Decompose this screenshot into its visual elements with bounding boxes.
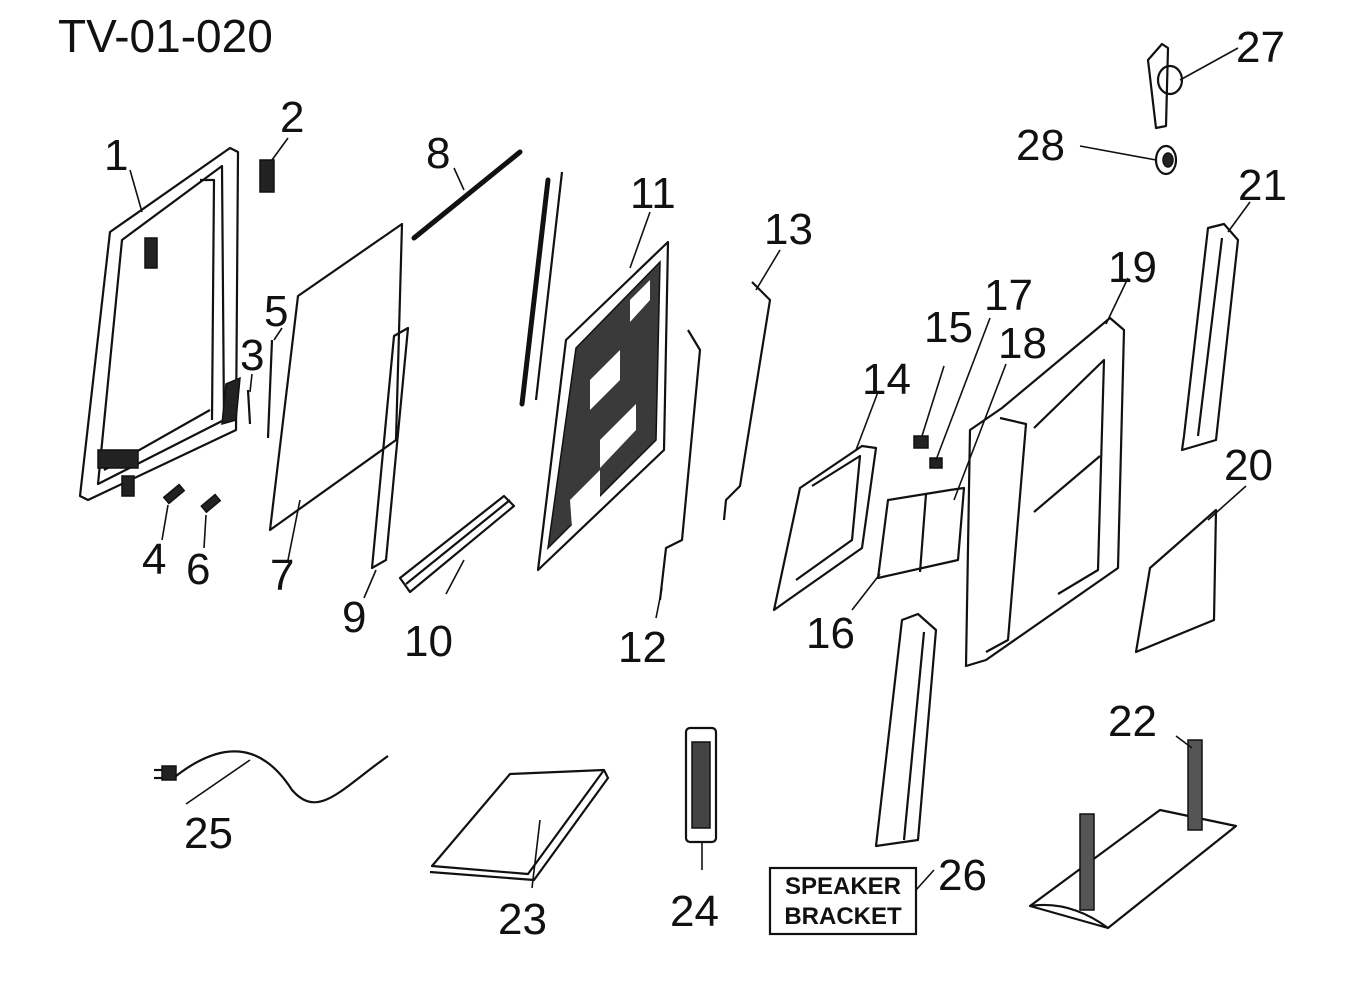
part-18-lead (953, 363, 1007, 501)
part-label-4: 4 (142, 535, 166, 584)
part-label-28: 28 (1016, 121, 1065, 170)
part-label-3: 3 (240, 331, 264, 380)
part-label-14: 14 (862, 355, 911, 404)
part-8-bar (411, 149, 523, 241)
speaker-bracket-label-box (768, 866, 918, 936)
part-16-av-board (851, 486, 966, 611)
part-label-16: 16 (806, 609, 855, 658)
part-label-20: 20 (1224, 441, 1273, 490)
part-label-24: 24 (670, 887, 719, 936)
speaker-bracket-line1: SPEAKER (785, 873, 901, 900)
part-label-13: 13 (764, 205, 813, 254)
part-label-7: 7 (270, 551, 294, 600)
part-label-1: 1 (104, 131, 128, 180)
part-26-speaker-bracket: SPEAKER BRACKET (768, 612, 938, 936)
part-1-front-bezel (78, 146, 240, 502)
part-20-panel (1134, 485, 1247, 654)
part-2-clip (259, 137, 289, 193)
part-label-26: 26 (938, 851, 987, 900)
part-9-side-bar (363, 326, 410, 599)
part-13-cable (722, 249, 781, 521)
part-label-25: 25 (184, 809, 233, 858)
part-label-19: 19 (1108, 243, 1157, 292)
part-label-12: 12 (618, 623, 667, 672)
part-label-9: 9 (342, 593, 366, 642)
part-23-manual (429, 768, 610, 889)
part-label-10: 10 (404, 617, 453, 666)
part-label-21: 21 (1238, 161, 1287, 210)
part-6-small-piece (200, 493, 222, 549)
speaker-bracket-line2: BRACKET (784, 903, 902, 930)
part-3-bracket (221, 373, 253, 426)
diagram-title: TV-01-020 (58, 10, 273, 62)
part-12-cable (655, 329, 702, 619)
part-22-stand (1028, 735, 1238, 930)
part-label-18: 18 (998, 319, 1047, 368)
part-label-6: 6 (186, 545, 210, 594)
part-25-power-cord (154, 750, 389, 805)
part-10-rail (398, 494, 516, 595)
part-14-bracket-box (772, 391, 879, 612)
part-19-back-cover (964, 277, 1129, 668)
part-5-strip (266, 327, 283, 439)
part-label-5: 5 (264, 287, 288, 336)
part-28-tweeter (1079, 144, 1178, 176)
part-label-22: 22 (1108, 697, 1157, 746)
part-17-lead (929, 317, 991, 469)
part-7-lcd-panel (268, 222, 404, 561)
part-15-clip (913, 365, 945, 449)
part-27-speaker (1146, 42, 1239, 130)
part-21-speaker-cover (1180, 201, 1251, 452)
part-label-17: 17 (984, 271, 1033, 320)
part-label-23: 23 (498, 895, 547, 944)
part-label-27: 27 (1236, 23, 1285, 72)
part-11-main-chassis (519, 171, 670, 572)
part-4-small-piece (161, 483, 186, 541)
part-24-remote (684, 726, 718, 870)
part-label-8: 8 (426, 129, 450, 178)
part-label-15: 15 (924, 303, 973, 352)
part-label-11: 11 (630, 169, 676, 218)
part-label-2: 2 (280, 93, 304, 142)
